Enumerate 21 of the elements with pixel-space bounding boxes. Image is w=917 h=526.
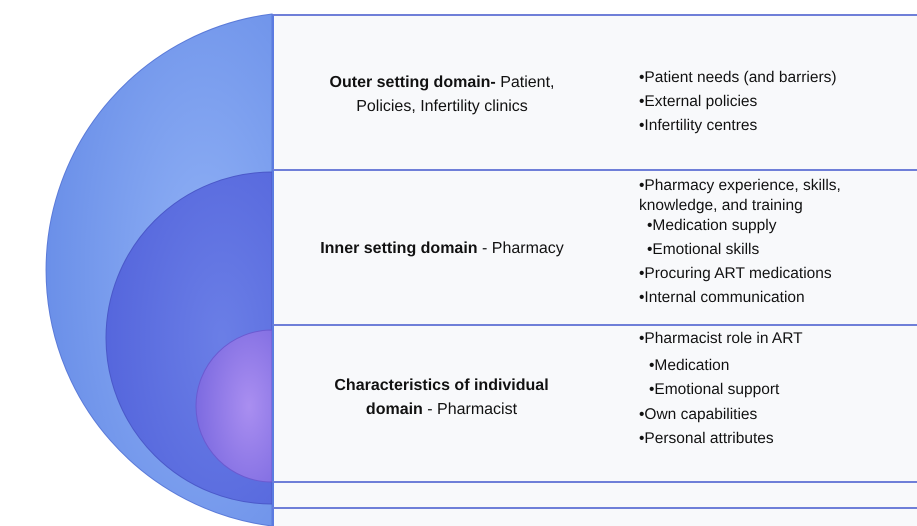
list-item: •Emotional skills [647,240,760,260]
list-item: •Medication supply [647,216,776,236]
list-item: •Pharmacist role in ART [639,329,803,349]
list-item: •Pharmacy experience, skills, knowledge, and training [639,176,842,216]
domain-heading: Inner setting domain - Pharmacy [319,239,565,259]
list-item: •Emotional support [649,380,780,400]
list-item: •External policies [639,92,758,112]
domain-band [272,14,917,171]
empty-band [272,507,917,526]
list-item: •Infertility centres [639,116,758,136]
domain-band [272,169,917,326]
list-item: •Personal attributes [639,429,774,449]
domain-band [272,324,917,482]
list-item: •Procuring ART medications [639,264,832,284]
list-item: •Patient needs (and barriers) [639,68,837,88]
list-item: •Own capabilities [639,405,758,425]
domain-heading: Outer setting domain- Patient, Policies, Infertility clinics [328,73,556,117]
list-item: •Internal communication [639,288,805,308]
domain-heading: Characteristics of individual domain - Pharmacist [333,376,550,420]
empty-band [272,481,917,509]
list-item: •Medication [649,356,730,376]
